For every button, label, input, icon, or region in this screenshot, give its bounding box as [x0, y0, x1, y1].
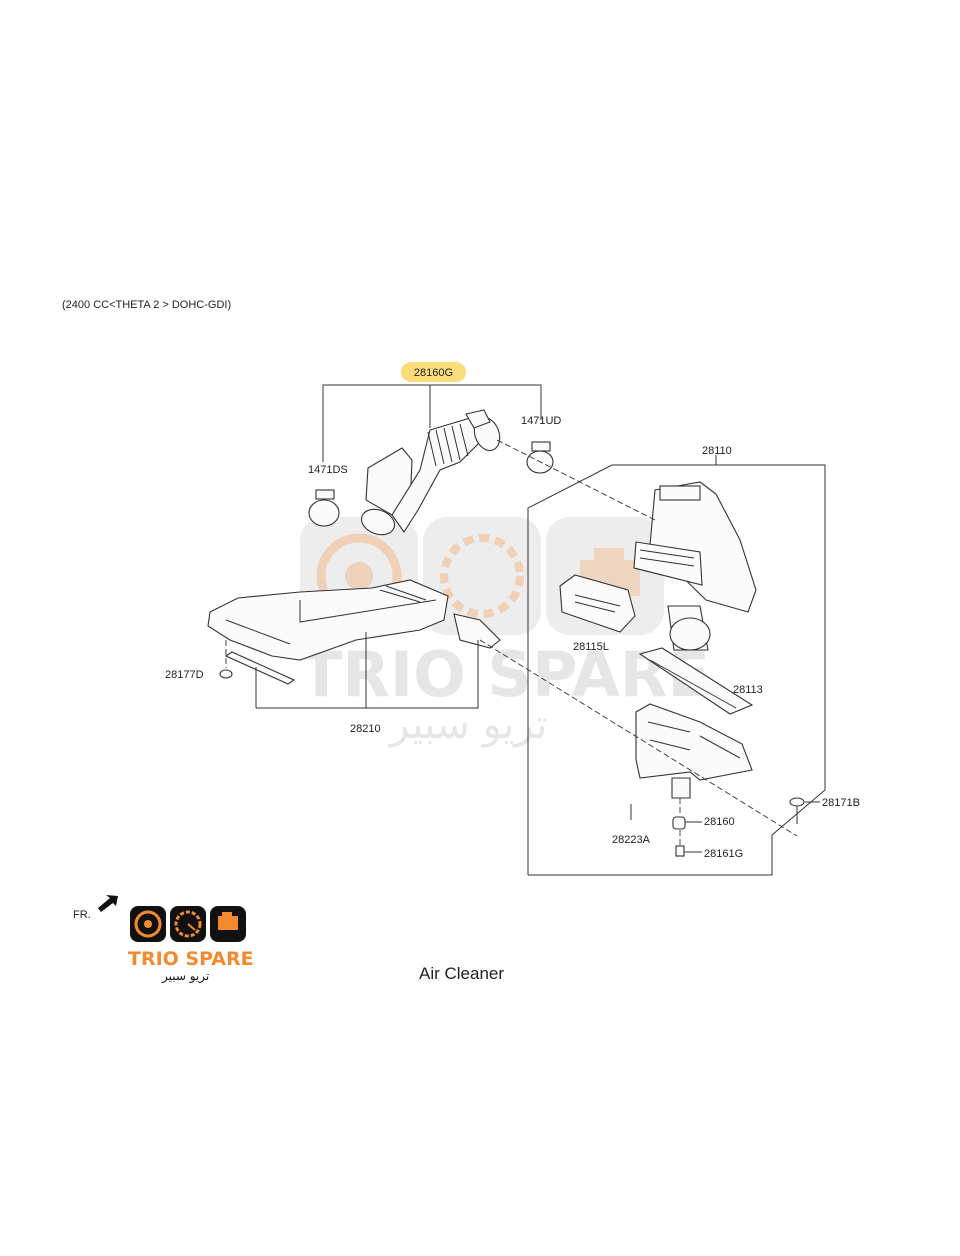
filter-element-28113: [638, 647, 754, 715]
box-28110-outline-bottom: [528, 835, 773, 876]
front-arrow-icon: [98, 895, 118, 912]
leader-28160G-bracket: [322, 384, 542, 462]
grommet-28160: [672, 816, 686, 830]
clamp-1471DS: [308, 489, 340, 527]
logo-arabic: تريو سبير: [161, 969, 209, 984]
label-28223A[interactable]: 28223A: [612, 834, 651, 846]
filter-housing-28115L: [559, 574, 636, 633]
air-cleaner-cover: [633, 481, 757, 613]
diagram-caption: Air Cleaner: [419, 964, 504, 983]
intake-hose-28160G: [360, 409, 501, 536]
highlight-badge: [401, 362, 466, 382]
label-28171B[interactable]: 28171B: [822, 797, 860, 809]
label-28115L[interactable]: 28115L: [573, 641, 609, 653]
screw-28171B: [789, 797, 805, 824]
logo-brand: TRIO SPARE: [128, 948, 254, 970]
label-28177D[interactable]: 28177D: [165, 669, 204, 681]
svg-text:TRIO SPARE: TRIO SPARE: [128, 948, 254, 970]
engine-spec: (2400 CC<THETA 2 > DOHC-GDI): [62, 299, 231, 311]
label-1471DS[interactable]: 1471DS: [308, 464, 348, 476]
label-28110[interactable]: 28110: [702, 445, 732, 457]
label-28160G[interactable]: 28160G: [414, 367, 453, 379]
label-28210[interactable]: 28210: [350, 723, 381, 735]
box-28110-outline-left: [527, 464, 826, 875]
watermark-gauge-icon: [440, 534, 524, 618]
front-marker: FR.: [73, 909, 91, 921]
air-cleaner-lower-case: [635, 703, 753, 799]
logo: TRIO SPARE تريو سبير: [128, 906, 254, 984]
bolt-28161G: [675, 845, 685, 857]
leader-28210: [255, 632, 479, 709]
nut-28177D: [219, 669, 233, 679]
air-filter-cylinder: [667, 605, 711, 651]
label-28160[interactable]: 28160: [704, 816, 735, 828]
watermark-arabic: تريو سبير: [388, 702, 547, 748]
label-28113[interactable]: 28113: [733, 684, 763, 696]
air-duct-28210: [207, 579, 501, 685]
label-1471UD[interactable]: 1471UD: [521, 415, 561, 427]
watermark-brand: TRIO SPARE: [300, 638, 710, 711]
label-28161G[interactable]: 28161G: [704, 848, 743, 860]
